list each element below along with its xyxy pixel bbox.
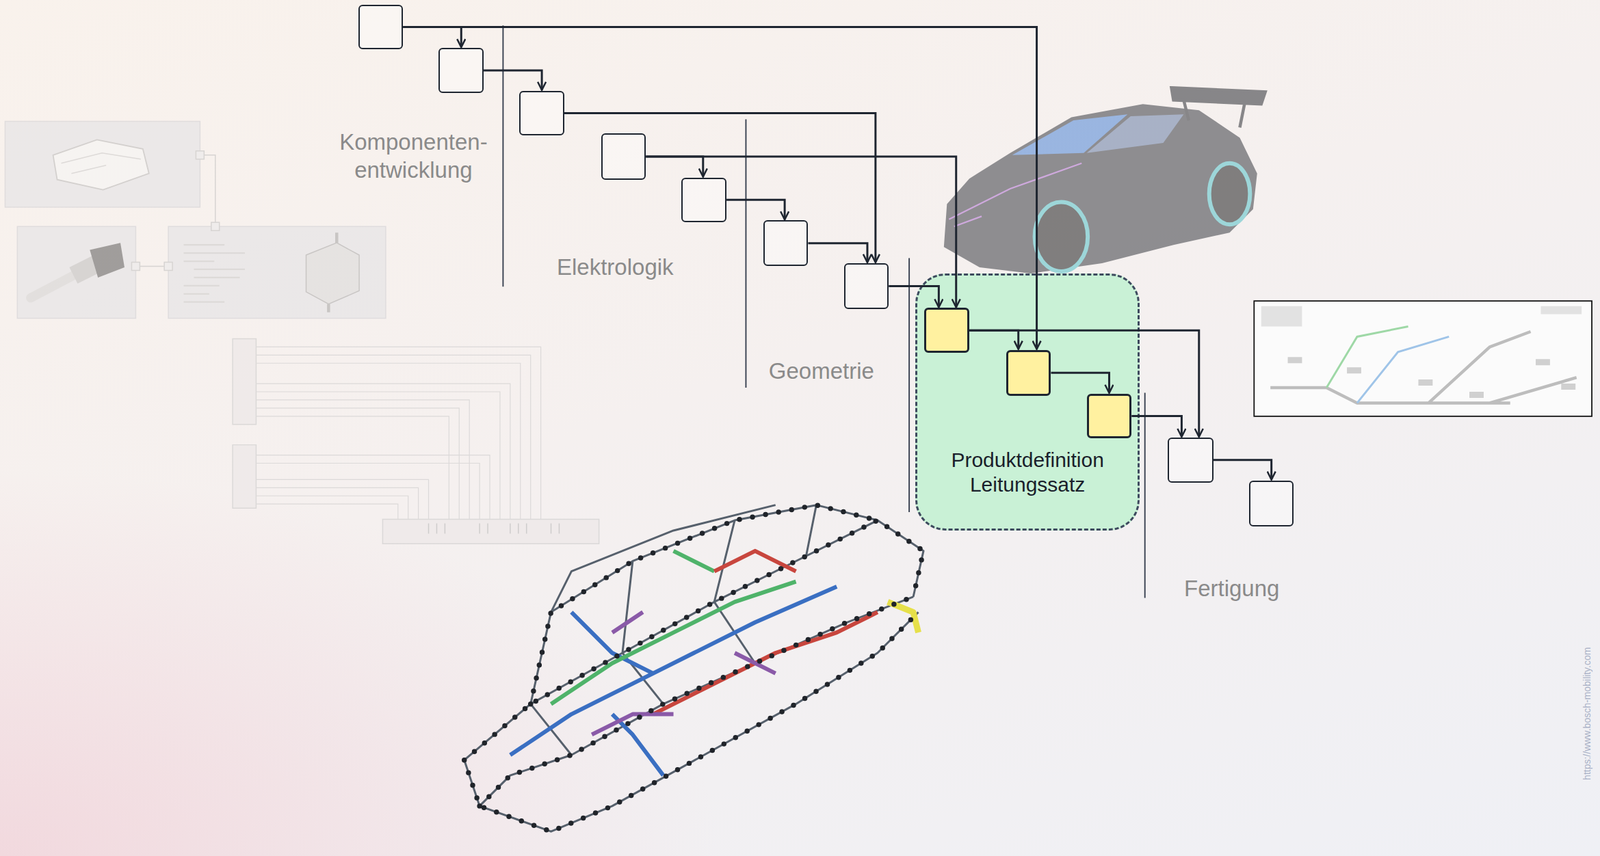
source-watermark-holder: https://www.bosch-mobility.com — [1581, 647, 1594, 781]
code-lines — [184, 244, 246, 303]
phase-label-holder: Geometrie — [768, 357, 875, 386]
flow-connector — [1131, 416, 1182, 438]
harness-render — [464, 505, 924, 833]
flow-connector — [402, 27, 462, 48]
process-step-box — [763, 220, 809, 267]
phase-label-holder: Komponenten- entwicklung — [339, 127, 488, 185]
flow-connector — [483, 70, 542, 91]
region-title: Produktdefinition Leitungssatz — [924, 448, 1131, 498]
harness-frame — [464, 505, 924, 833]
wire-line — [255, 346, 541, 520]
car-wheel — [1034, 201, 1089, 271]
phase-label-holder: Elektrologik — [556, 253, 674, 282]
process-step-box — [358, 4, 404, 49]
ecu-detail — [61, 153, 141, 174]
vehicle-render — [943, 87, 1266, 274]
screenshot-frame — [1253, 300, 1592, 417]
ecu-symbol — [53, 139, 150, 190]
flow-connector — [645, 156, 704, 178]
process-step-box — [1167, 437, 1214, 483]
process-step-box — [438, 47, 484, 94]
phase-label: Komponenten- entwicklung — [339, 127, 488, 185]
screenshot-branch — [1326, 326, 1408, 389]
source-watermark: https://www.bosch-mobility.com — [1581, 647, 1594, 781]
phase-separator — [502, 25, 1145, 598]
screenshot-branch — [1357, 336, 1449, 403]
actuator-symbol — [306, 242, 360, 305]
actuator-detail — [328, 232, 337, 312]
harness-connector — [464, 505, 924, 833]
car-wheel — [1209, 163, 1251, 226]
flow-connector — [402, 27, 1037, 350]
process-step-box — [601, 133, 647, 180]
phase-label: Fertigung — [1184, 574, 1280, 603]
phase-label: Elektrologik — [556, 253, 674, 282]
harness-trunk — [551, 551, 797, 705]
phase-region: Produktdefinition Leitungssatz — [915, 273, 1140, 531]
flow-connector — [807, 243, 868, 263]
process-step-box — [1249, 480, 1295, 527]
component-panels — [4, 121, 386, 319]
flow-connector — [888, 285, 939, 308]
flow-connector — [645, 156, 956, 308]
process-step-box — [844, 263, 890, 310]
flow-connector — [1050, 372, 1109, 394]
work-package-box — [1086, 394, 1133, 440]
car-window — [1086, 114, 1185, 154]
flow-connector — [969, 330, 1019, 349]
flow-connector — [1213, 460, 1272, 481]
connector-block — [232, 338, 600, 544]
screenshot-detail — [1261, 306, 1582, 327]
flow-connector — [726, 199, 785, 220]
screenshot-trunk — [1270, 331, 1577, 403]
harness-trunk — [653, 551, 878, 715]
work-package-box — [924, 307, 970, 353]
link-line — [139, 155, 215, 267]
phase-label: Geometrie — [768, 357, 875, 386]
process-step-box — [681, 177, 727, 224]
screenshot-tag — [1288, 357, 1577, 399]
flow-connector — [564, 113, 876, 263]
process-step-box — [519, 90, 565, 137]
harness-trunk — [510, 586, 837, 776]
sensor-plug — [89, 242, 125, 278]
wiring-schematic — [232, 338, 600, 544]
phase-label-holder: Fertigung — [1184, 574, 1280, 603]
panel — [4, 121, 386, 319]
pin-mark — [428, 523, 560, 535]
car-wing — [1171, 87, 1265, 128]
harness-trunk — [591, 612, 776, 735]
sensor-shaft — [30, 275, 74, 299]
work-package-box — [1006, 350, 1052, 397]
flow-connector — [969, 330, 1200, 438]
harness-schematic-screenshot — [1253, 300, 1592, 417]
car-body — [943, 103, 1258, 274]
